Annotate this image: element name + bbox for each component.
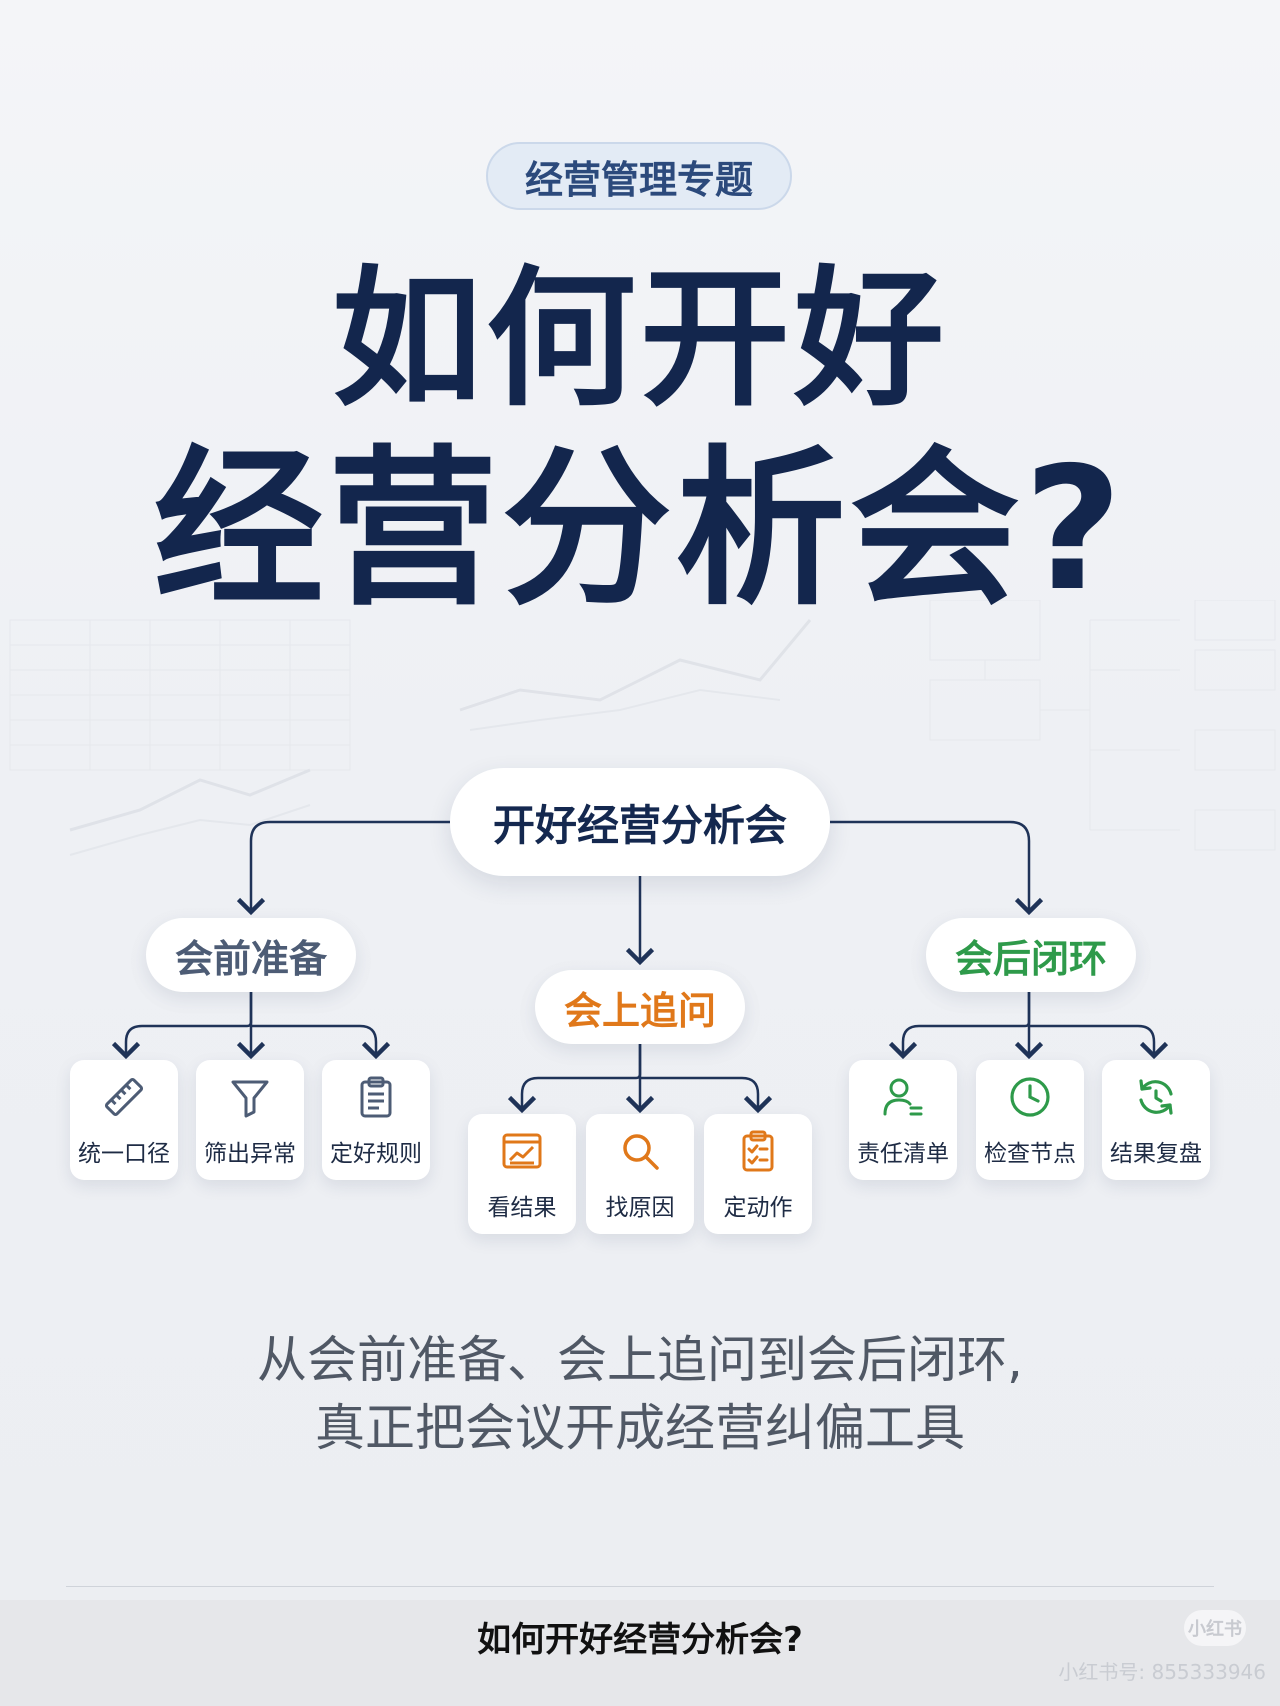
topic-tag: 经营管理专题 bbox=[486, 142, 792, 210]
search-icon bbox=[615, 1126, 665, 1176]
leaf-card-unify-definition: 统一口径 bbox=[70, 1060, 178, 1180]
leaf-label: 定好规则 bbox=[330, 1141, 422, 1167]
page-title-line-1: 如何开好 bbox=[331, 253, 948, 427]
page-title-line-2: 经营分析会? bbox=[153, 431, 1127, 629]
leaf-label: 筛出异常 bbox=[204, 1141, 296, 1167]
leaf-card-responsibility-list: 责任清单 bbox=[849, 1060, 957, 1180]
post-caption: 如何开好经营分析会? bbox=[477, 1620, 803, 1660]
leaf-card-checkpoints: 检查节点 bbox=[976, 1060, 1084, 1180]
ruler-icon bbox=[99, 1072, 149, 1122]
leaf-card-find-cause: 找原因 bbox=[586, 1114, 694, 1234]
clock-icon bbox=[1005, 1072, 1055, 1122]
clipboard-icon bbox=[351, 1072, 401, 1122]
watermark-id: 小红书号: 855333946 bbox=[1058, 1660, 1266, 1684]
person-icon bbox=[878, 1072, 928, 1122]
leaf-label: 检查节点 bbox=[984, 1141, 1076, 1167]
leaf-card-set-actions: 定动作 bbox=[704, 1114, 812, 1234]
leaf-label: 看结果 bbox=[487, 1195, 557, 1221]
leaf-label: 责任清单 bbox=[857, 1141, 949, 1167]
background-chart-decoration bbox=[9, 600, 1276, 856]
leaf-card-view-results: 看结果 bbox=[468, 1114, 576, 1234]
leaf-label: 找原因 bbox=[605, 1195, 675, 1221]
leaf-card-set-rules: 定好规则 bbox=[322, 1060, 430, 1180]
leaf-card-review: 结果复盘 bbox=[1102, 1060, 1210, 1180]
caption-bar bbox=[0, 1600, 1280, 1706]
subtitle-line-2: 真正把会议开成经营纠偏工具 bbox=[315, 1399, 965, 1457]
checklist-icon bbox=[733, 1126, 783, 1176]
refresh-icon bbox=[1131, 1072, 1181, 1122]
leaf-label: 结果复盘 bbox=[1110, 1141, 1202, 1167]
branch-node-post-meeting: 会后闭环 bbox=[926, 918, 1136, 992]
branch-node-in-meeting: 会上追问 bbox=[535, 970, 745, 1044]
diagram-root-node: 开好经营分析会 bbox=[450, 768, 830, 876]
filter-icon bbox=[225, 1072, 275, 1122]
leaf-card-filter-anomaly: 筛出异常 bbox=[196, 1060, 304, 1180]
watermark-logo: 小红书 bbox=[1184, 1610, 1246, 1646]
chart-window-icon bbox=[497, 1126, 547, 1176]
footer-divider bbox=[66, 1586, 1214, 1587]
subtitle-line-1: 从会前准备、会上追问到会后闭环, bbox=[257, 1331, 1023, 1389]
leaf-label: 统一口径 bbox=[78, 1141, 170, 1167]
leaf-label: 定动作 bbox=[723, 1195, 793, 1221]
branch-node-pre-meeting: 会前准备 bbox=[146, 918, 356, 992]
